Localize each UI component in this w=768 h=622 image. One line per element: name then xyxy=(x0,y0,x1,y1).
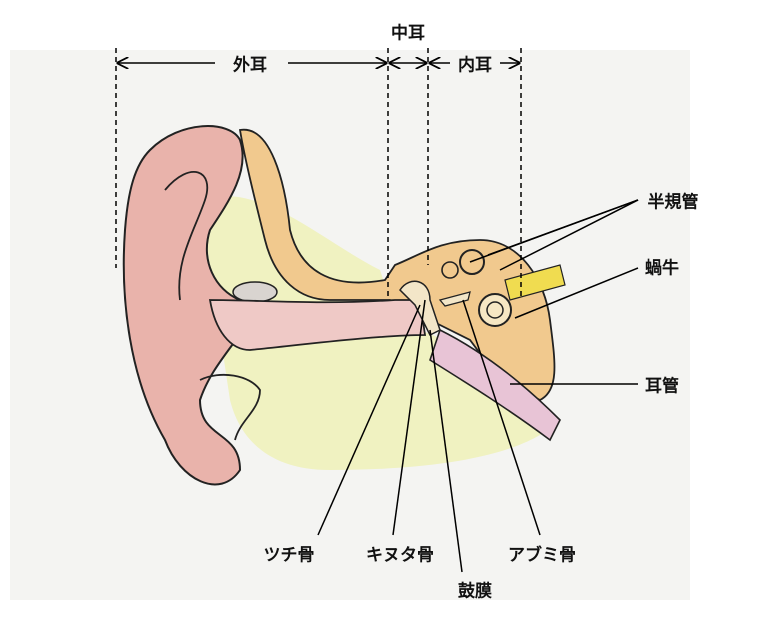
ear-canal xyxy=(208,299,427,351)
label-middle-ear: 中耳 xyxy=(391,23,425,44)
cochlea xyxy=(478,293,512,327)
label-stapes: アブミ骨 xyxy=(508,545,576,566)
label-semicircular-canals: 半規管 xyxy=(647,192,699,213)
label-inner-ear: 内耳 xyxy=(458,55,492,76)
pinna xyxy=(122,125,252,486)
auditory-nerve xyxy=(504,264,566,301)
label-cochlea: 蝸牛 xyxy=(645,258,679,279)
label-outer-ear: 外耳 xyxy=(233,55,267,76)
ossicles xyxy=(399,280,441,337)
leader-lines xyxy=(317,199,639,573)
label-eardrum: 鼓膜 xyxy=(458,581,492,602)
semicircular-canal xyxy=(459,249,485,275)
region-boundaries xyxy=(115,48,522,300)
label-eustachian-tube: 耳管 xyxy=(645,376,679,397)
label-incus: キヌタ骨 xyxy=(366,545,434,566)
concha xyxy=(232,281,278,303)
label-malleus: ツチ骨 xyxy=(263,545,315,566)
